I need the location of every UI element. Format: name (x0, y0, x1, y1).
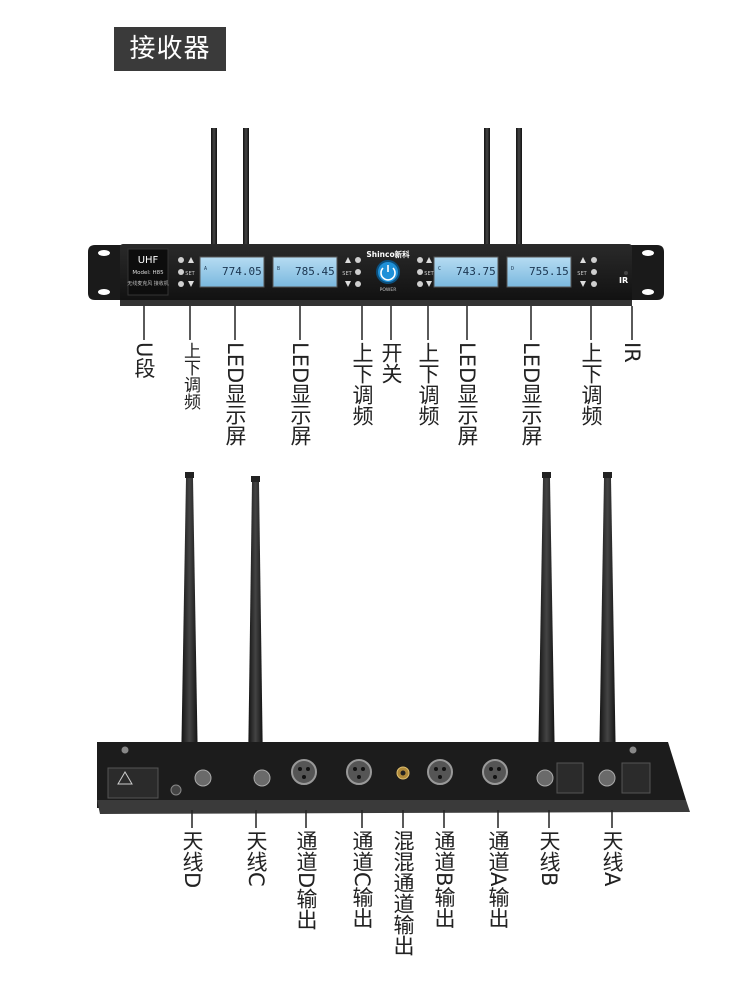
back-leader-lines (191, 810, 613, 828)
ir-label: IR (619, 276, 628, 285)
uhf-badge: UHF (138, 255, 159, 266)
device-subtitle: 无线麦克风 接收机 (127, 280, 169, 287)
label-freq-adjust: 上下调频 (579, 342, 603, 426)
front-antenna (243, 128, 249, 246)
label-u-band: U段 (132, 342, 156, 379)
front-antenna (516, 128, 522, 246)
front-antennas (211, 128, 522, 246)
label-antenna-c: 天线C (244, 830, 268, 887)
label-channel-d-output: 通道D输出 (294, 830, 318, 931)
label-channel-b-output: 通道B输出 (432, 830, 456, 929)
set-label: SET (577, 271, 587, 277)
lcd-frequency: 743.75 (456, 265, 496, 278)
front-panel (88, 244, 664, 306)
label-channel-c-output: 通道C输出 (350, 830, 374, 929)
page-title: 接收器 (114, 27, 226, 71)
label-led-display: LED显示屏 (223, 342, 247, 447)
lcd-channel: D (511, 266, 514, 272)
lcd-frequency: 785.45 (295, 265, 335, 278)
brand-logo: Shinco新科 (366, 249, 410, 259)
back-antenna (538, 478, 555, 770)
front-leader-lines (143, 306, 633, 340)
lcd-channel: B (277, 266, 280, 272)
label-freq-adjust: 上下调频 (350, 342, 374, 426)
label-led-display: LED显示屏 (519, 342, 543, 447)
lcd-frequency: 755.15 (529, 265, 569, 278)
label-mix-output: 混混通道输出 (391, 830, 415, 956)
lcd-frequency: 774.05 (222, 265, 262, 278)
back-antenna (599, 478, 616, 770)
label-ir: IR (620, 342, 644, 363)
label-freq-adjust: 上下调频 (180, 342, 200, 410)
label-led-display: LED显示屏 (455, 342, 479, 447)
model-label: Model: H85 (132, 270, 164, 276)
label-antenna-a: 天线A (600, 830, 624, 887)
label-antenna-b: 天线B (537, 830, 561, 887)
set-label: SET (342, 271, 352, 277)
set-label: SET (424, 271, 434, 277)
lcd-channel: C (438, 266, 441, 272)
back-antennas (181, 472, 616, 770)
label-antenna-d: 天线D (180, 830, 204, 889)
label-freq-adjust: 上下调频 (416, 342, 440, 426)
label-channel-a-output: 通道A输出 (486, 830, 510, 929)
set-label: SET (185, 271, 195, 277)
back-panel (97, 742, 690, 814)
power-label: POWER (380, 287, 397, 293)
front-antenna (211, 128, 217, 246)
back-antenna (181, 478, 198, 770)
lcd-channel: A (204, 266, 207, 272)
label-power-switch: 开关 (379, 342, 403, 384)
front-antenna (484, 128, 490, 246)
label-led-display: LED显示屏 (288, 342, 312, 447)
set-buttons (178, 257, 597, 287)
back-antenna (248, 482, 263, 770)
